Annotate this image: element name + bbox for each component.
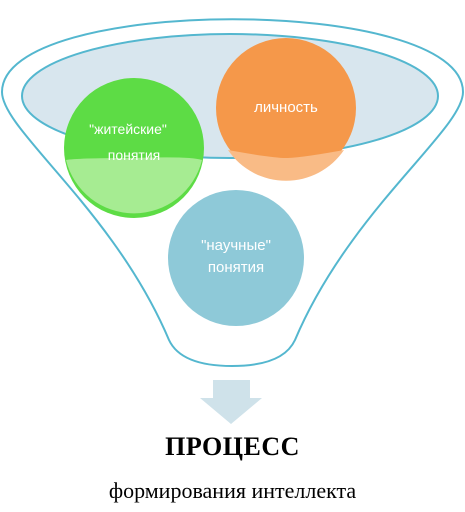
scientific-concepts-line2: понятия (208, 259, 264, 276)
circle-everyday-concepts: "житейские" понятия (64, 78, 204, 218)
personality-label: личность (254, 99, 318, 116)
down-arrow-icon (200, 380, 262, 424)
everyday-concepts-line2: понятия (108, 147, 161, 163)
everyday-concepts-line1: "житейские" (89, 121, 167, 137)
scientific-concepts-line1: "научные" (201, 237, 271, 254)
process-title: ПРОЦЕСС (165, 432, 300, 461)
process-subtitle: формирования интеллекта (108, 478, 357, 503)
circle-personality: личность (216, 38, 356, 181)
circle-scientific-concepts: "научные" понятия (168, 190, 304, 326)
